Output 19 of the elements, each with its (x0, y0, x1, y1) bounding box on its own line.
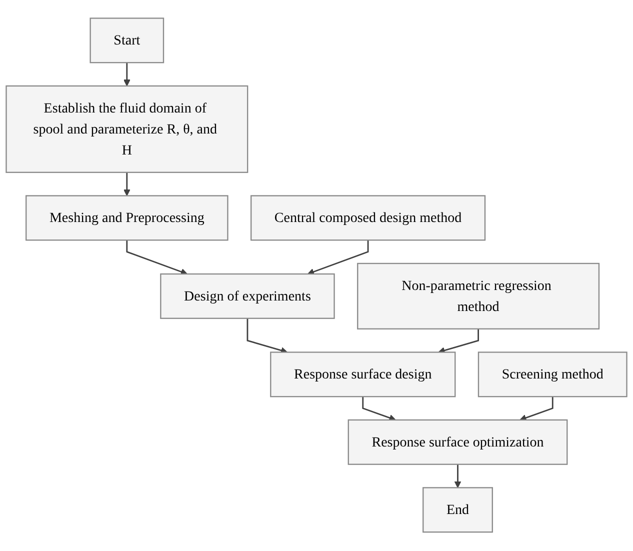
arrow (246, 318, 288, 354)
node-box: Response surface design (270, 352, 456, 398)
arrow (123, 62, 130, 87)
arrow (126, 240, 188, 276)
arrow (362, 396, 396, 422)
arrow (123, 172, 130, 196)
node-box: End (422, 487, 493, 533)
node-box: Establish the fluid domain of spool and parameterize R, θ, and H (6, 86, 248, 174)
node-box: Screening method (478, 352, 628, 398)
node-box: Response surface optimization (348, 420, 568, 466)
node-box: Non-parametric regression method (357, 263, 600, 330)
node-box: Design of experiments (160, 274, 335, 320)
arrow (520, 396, 554, 422)
arrow (454, 464, 462, 488)
node-box: Central composed design method (250, 196, 486, 242)
arrow (438, 329, 479, 354)
arrow (307, 240, 369, 276)
node-box: Meshing and Preprocessing (26, 196, 228, 242)
node-box: Start (90, 18, 164, 64)
